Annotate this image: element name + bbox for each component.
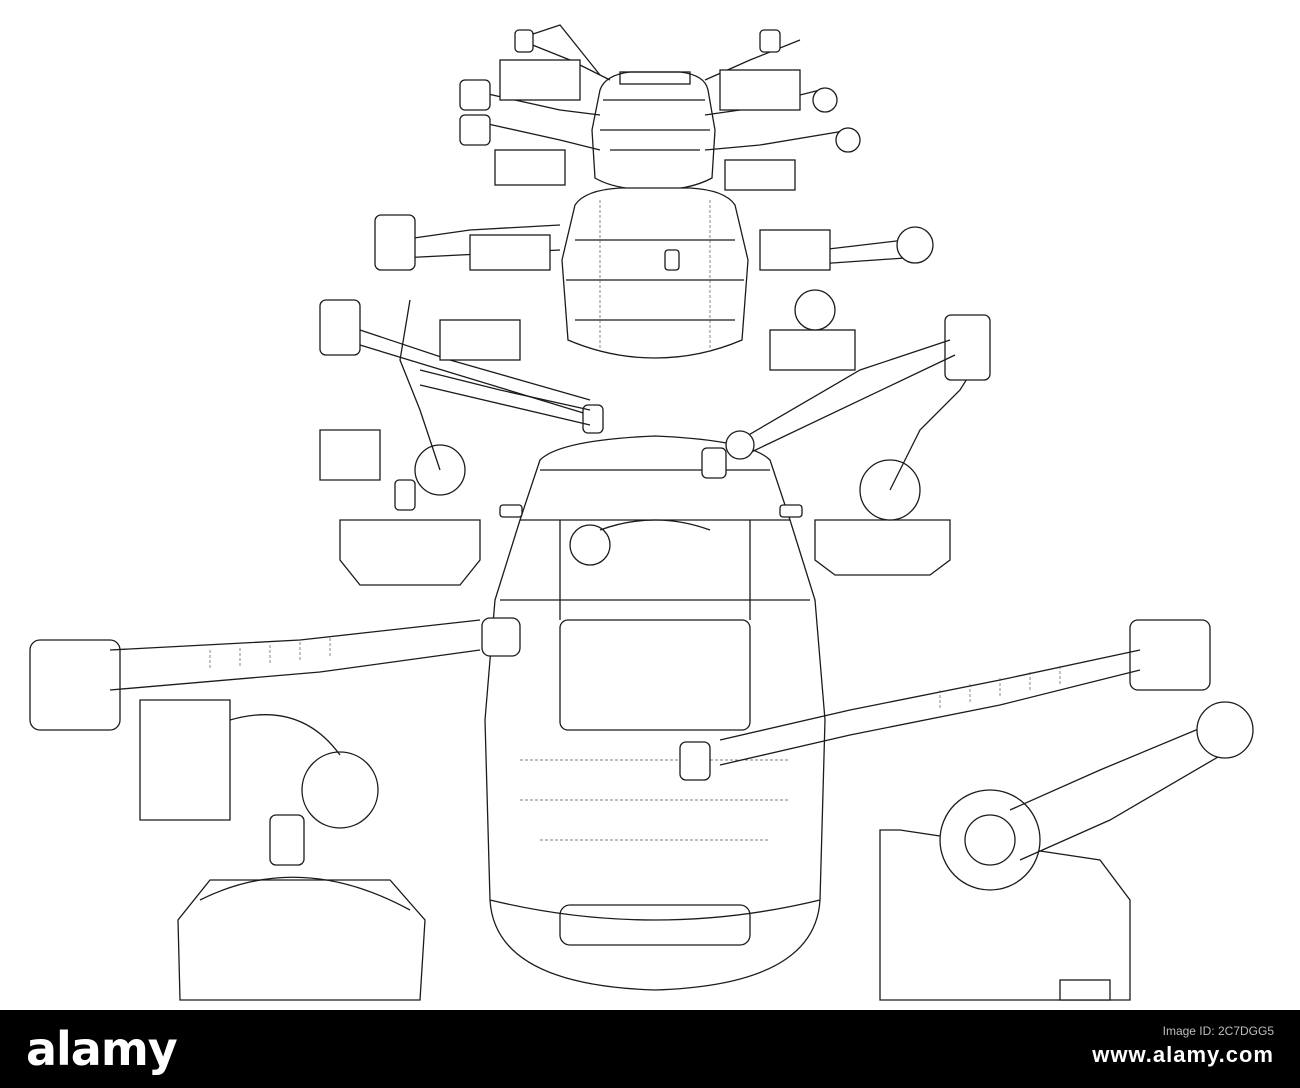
wireframe-drawing	[29, 24, 1254, 1001]
robot-lower-right	[719, 619, 1254, 1001]
site-url: www.alamy.com	[1092, 1042, 1274, 1067]
robot-assembly-line-illustration	[29, 24, 1254, 1001]
far-robots	[459, 24, 861, 191]
near-car	[481, 404, 826, 991]
middle-car	[561, 187, 749, 359]
watermark-bar: alamy Image ID: 2C7DGG5 www.alamy.com	[0, 1010, 1300, 1088]
robot-lower-left	[29, 619, 481, 1001]
robot-upper-right	[725, 314, 991, 576]
image-id-label: Image ID: 2C7DGG5	[1162, 1024, 1274, 1038]
brand-logo: alamy	[26, 1026, 178, 1072]
far-car	[591, 71, 716, 191]
robot-upper-left	[319, 299, 591, 586]
brand-name: alamy	[26, 1022, 178, 1076]
middle-robots	[319, 214, 934, 416]
